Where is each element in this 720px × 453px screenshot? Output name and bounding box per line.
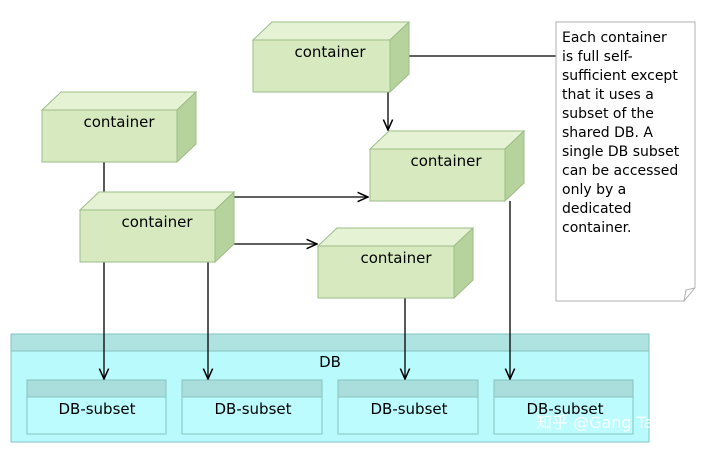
db-subset-body xyxy=(181,396,323,435)
db-subset-body xyxy=(337,396,479,435)
note-fold xyxy=(683,287,696,302)
container-label: container xyxy=(410,152,482,170)
db-subset: DB-subset xyxy=(493,379,634,435)
note-line: dedicated xyxy=(562,201,632,217)
note-line: Each container xyxy=(562,30,667,46)
db-subset-header xyxy=(181,379,323,398)
db-subset-label: DB-subset xyxy=(214,400,291,418)
container-node: container xyxy=(78,190,236,264)
container-top-face xyxy=(316,227,475,247)
db-subset-header xyxy=(337,379,479,398)
container-front-face xyxy=(41,109,178,163)
container-label: container xyxy=(294,43,366,61)
edges xyxy=(104,55,556,379)
note-line: only by a xyxy=(562,182,626,198)
db-subset-header xyxy=(493,379,634,398)
db-subset-body xyxy=(493,396,634,435)
container-node: container xyxy=(40,90,198,164)
db-subset-header xyxy=(26,379,167,398)
db-subset: DB-subset xyxy=(337,379,479,435)
note-line: single DB subset xyxy=(562,144,680,160)
note-line: subset of the xyxy=(562,106,654,122)
container-top-face xyxy=(78,191,236,211)
container-front-face xyxy=(317,245,455,299)
container-node: container xyxy=(368,129,526,203)
container-top-face xyxy=(251,21,411,41)
db-subset: DB-subset xyxy=(26,379,167,435)
note: Each container is full self- sufficient … xyxy=(555,21,696,302)
db-subset-label: DB-subset xyxy=(526,400,603,418)
container-label: container xyxy=(121,213,193,231)
db-subset-label: DB-subset xyxy=(58,400,135,418)
container-front-face xyxy=(252,39,391,93)
note-line: sufficient except xyxy=(562,68,678,84)
container-front-face xyxy=(79,209,216,263)
db-subset: DB-subset xyxy=(181,379,323,435)
note-line: that it uses a xyxy=(562,87,654,103)
watermark: 知乎 @Gang Tao xyxy=(536,413,663,432)
db-group: DB DB-subset DB-subset DB-subset DB-subs… xyxy=(10,333,650,443)
note-line: container. xyxy=(562,220,632,236)
db-header-band xyxy=(10,333,650,352)
container-label: container xyxy=(83,113,155,131)
db-subset-body xyxy=(26,396,167,435)
container-node: container xyxy=(316,226,475,300)
note-text: Each container is full self- sufficient … xyxy=(562,30,684,236)
note-line: shared DB. A xyxy=(562,125,653,141)
db-label: DB xyxy=(319,353,341,371)
note-shape xyxy=(555,21,696,302)
container-top-face xyxy=(40,91,198,111)
note-line: can be accessed xyxy=(562,163,678,179)
container-label: container xyxy=(360,249,432,267)
db-subset-label: DB-subset xyxy=(370,400,447,418)
note-line: is full self- xyxy=(562,49,633,65)
container-top-face xyxy=(368,130,526,150)
container-node: container xyxy=(251,20,411,94)
container-front-face xyxy=(369,148,506,202)
